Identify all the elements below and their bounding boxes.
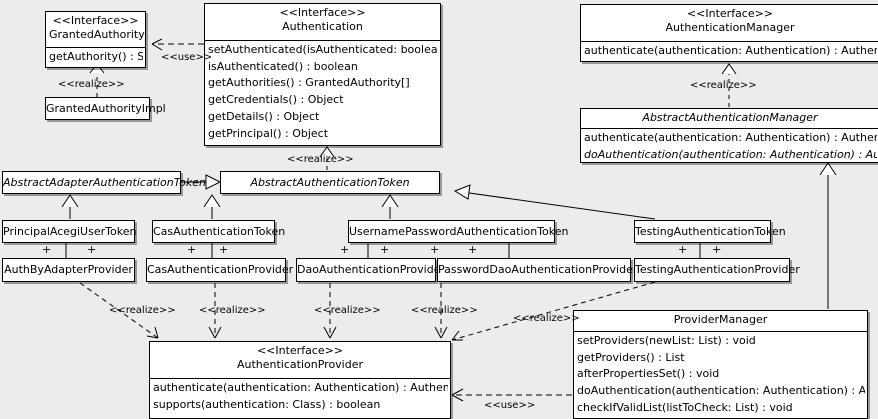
edge-label-realize-providermanager: <<realize>> <box>513 313 580 324</box>
assoc-plus-marker: + <box>380 243 390 256</box>
operations-compartment-granted-authority: getAuthority() : String <box>46 48 145 68</box>
class-header-granted-authority: <<Interface>> GrantedAuthority <box>46 12 145 48</box>
assoc-plus-marker: + <box>87 243 97 256</box>
edge-label-realize-grantedauthorityimpl: <<realize>> <box>58 79 125 90</box>
operation-row: getCredentials() : Object <box>208 93 344 107</box>
assoc-plus-marker: + <box>678 243 688 256</box>
operation-row: setAuthenticated(isAuthenticated: boolea… <box>208 43 438 56</box>
operation-row: doAuthentication(authentication: Authent… <box>577 384 865 398</box>
class-header-authentication-manager: <<Interface>> AuthenticationManager <box>581 5 878 42</box>
class-box-provider-manager[interactable]: ProviderManager setProviders(newList: Li… <box>573 310 868 419</box>
assoc-plus-marker: + <box>42 243 52 256</box>
edge-generalize-principaltoken-adaptertoken <box>61 194 79 219</box>
assoc-plus-marker: + <box>712 243 722 256</box>
class-header-authentication-provider: <<Interface>> AuthenticationProvider <box>150 342 450 379</box>
operations-compartment-abstract-authentication-manager: authenticate(authentication: Authenticat… <box>581 129 878 165</box>
class-header-abstract-authentication-manager: AbstractAuthenticationManager <box>581 109 878 129</box>
edge-label-realize-authmanager: <<realize>> <box>690 80 757 91</box>
assoc-plus-marker: + <box>187 243 197 256</box>
operations-compartment-authentication-manager: authenticate(authentication: Authenticat… <box>581 42 878 62</box>
operation-row: getDetails() : Object <box>208 109 320 123</box>
operation-row: isAuthenticated() : boolean <box>208 59 358 73</box>
edge-generalize-testingtoken-abstracttoken <box>453 184 656 220</box>
operations-compartment-authentication-provider: authenticate(authentication: Authenticat… <box>150 379 450 415</box>
class-box-abstract-adapter-authentication-token[interactable]: AbstractAdapterAuthenticationToken <box>2 171 206 194</box>
edge-label-realize-casprovider: <<realize>> <box>199 305 266 316</box>
operation-row: afterPropertiesSet() : void <box>577 367 720 381</box>
stereotype-label: <<Interface>> <box>686 7 774 20</box>
edge-generalize-castoken-abstracttoken <box>203 194 221 219</box>
class-name-label: AuthenticationManager <box>665 20 795 34</box>
class-box-username-password-authentication-token[interactable]: UsernamePasswordAuthenticationToken <box>348 220 569 243</box>
operation-row: getAuthorities() : GrantedAuthority[] <box>208 76 410 90</box>
stereotype-label: <<Interface>> <box>256 344 344 357</box>
class-header-authentication: <<Interface>> Authentication <box>205 4 440 41</box>
class-box-principal-acegi-user-token[interactable]: PrincipalAcegiUserToken <box>2 220 136 243</box>
operation-row: getProviders() : List <box>577 350 685 364</box>
class-box-dao-authentication-provider[interactable]: DaoAuthenticationProvider <box>296 258 445 282</box>
class-box-auth-by-adapter-provider[interactable]: AuthByAdapterProvider <box>2 258 135 282</box>
edge-label-use-providermanager-authprovider: <<use>> <box>484 400 536 411</box>
edge-generalize-userpasstoken-abstracttoken <box>381 194 399 219</box>
edge-label-realize-abstracttoken-authentication: <<realize>> <box>287 154 354 165</box>
operation-row: getAuthority() : String <box>49 50 143 63</box>
operation-row: getPrincipal() : Object <box>208 126 329 140</box>
class-box-abstract-authentication-manager[interactable]: AbstractAuthenticationManager authentica… <box>580 108 878 163</box>
class-box-cas-authentication-provider[interactable]: CasAuthenticationProvider <box>146 258 293 282</box>
assoc-plus-marker: + <box>468 243 478 256</box>
class-box-granted-authority[interactable]: <<Interface>> GrantedAuthority getAuthor… <box>45 11 146 68</box>
operations-compartment-authentication: setAuthenticated(isAuthenticated: boolea… <box>205 41 440 144</box>
operations-compartment-provider-manager: setProviders(newList: List) : void getPr… <box>574 332 867 419</box>
class-header-provider-manager: ProviderManager <box>574 311 867 332</box>
edge-label-realize-daoprovider: <<realize>> <box>314 305 381 316</box>
class-name-label: Authentication <box>282 19 363 33</box>
operation-row: authenticate(authentication: Authenticat… <box>153 381 448 394</box>
class-name-label: ProviderManager <box>673 313 768 326</box>
class-box-abstract-authentication-token[interactable]: AbstractAuthenticationToken <box>220 171 440 194</box>
stereotype-label: <<Interface>> <box>279 6 366 19</box>
assoc-plus-marker: + <box>340 243 350 256</box>
operation-row: supports(authentication: Class) : boolea… <box>153 397 381 411</box>
operation-row: authenticate(authentication: Authenticat… <box>584 131 877 144</box>
class-box-authentication[interactable]: <<Interface>> Authentication setAuthenti… <box>204 3 441 146</box>
edge-label-realize-authbyadapter: <<realize>> <box>109 305 176 316</box>
class-box-authentication-manager[interactable]: <<Interface>> AuthenticationManager auth… <box>580 4 878 62</box>
stereotype-label: <<Interface>> <box>52 14 139 27</box>
class-name-label: AuthenticationProvider <box>236 357 364 371</box>
class-box-cas-authentication-token[interactable]: CasAuthenticationToken <box>152 220 285 243</box>
class-box-testing-authentication-token[interactable]: TestingAuthenticationToken <box>634 220 786 243</box>
class-box-password-dao-authentication-provider[interactable]: PasswordDaoAuthenticationProvider <box>437 258 637 282</box>
edge-label-use-authentication-grantedauthority: <<use>> <box>161 52 213 63</box>
operation-row: checkIfValidList(listToCheck: List) : vo… <box>577 400 793 414</box>
edge-use-authentication-grantedauthority <box>151 38 204 51</box>
operation-row: doAuthentication(authentication: Authent… <box>584 147 877 161</box>
operation-row: setProviders(newList: List) : void <box>577 334 756 347</box>
class-box-authentication-provider[interactable]: <<Interface>> AuthenticationProvider aut… <box>149 341 451 419</box>
class-box-testing-authentication-provider[interactable]: TestingAuthenticationProvider <box>634 258 800 282</box>
class-box-granted-authority-impl[interactable]: GrantedAuthorityImpl <box>45 97 166 120</box>
operation-row: authenticate(authentication: Authenticat… <box>584 44 877 57</box>
class-name-label: AbstractAuthenticationManager <box>642 111 818 124</box>
assoc-plus-marker: + <box>219 243 229 256</box>
edge-label-realize-passworddaoprovider: <<realize>> <box>411 305 478 316</box>
edge-generalize-providermanager-abstractmanager <box>819 162 837 309</box>
assoc-plus-marker: + <box>430 243 440 256</box>
class-name-label: GrantedAuthority <box>49 27 145 41</box>
